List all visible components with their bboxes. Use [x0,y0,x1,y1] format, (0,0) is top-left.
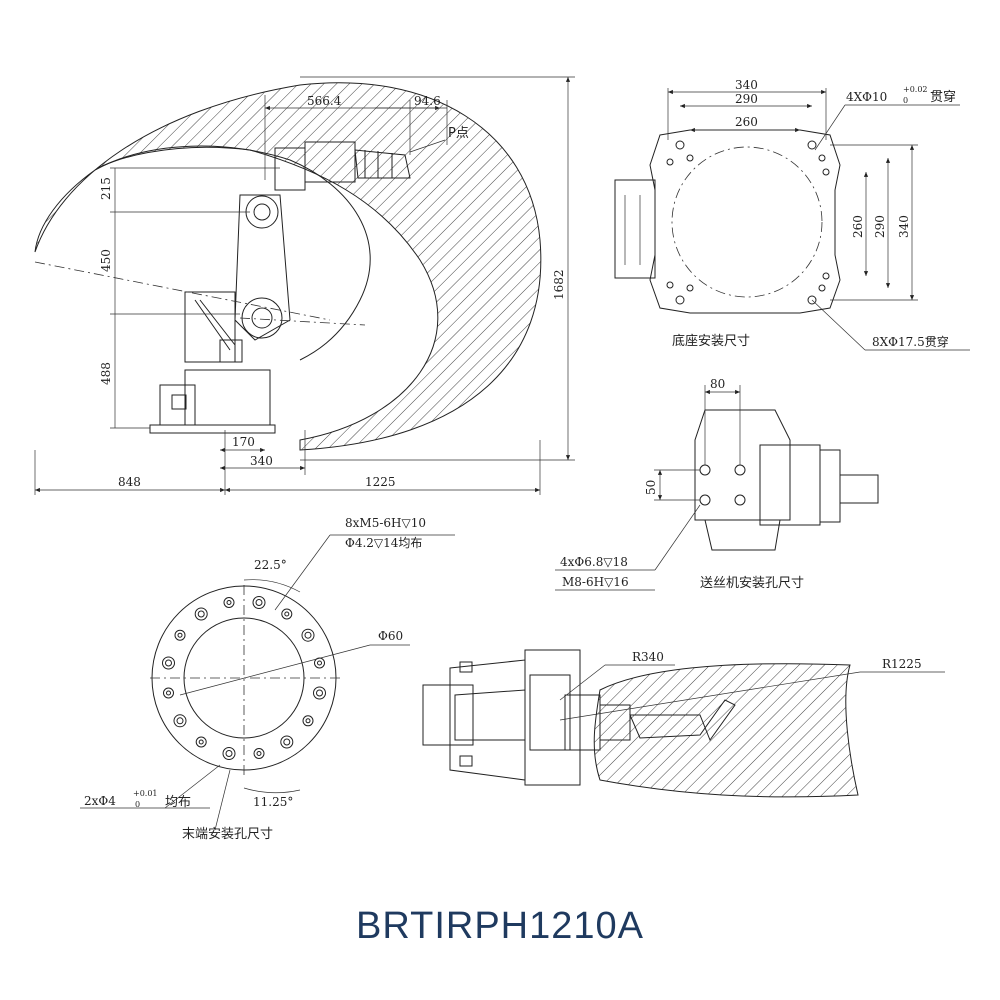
flange-hole [223,597,235,608]
flange-hole [225,750,233,757]
dim-450: 450 [99,249,113,272]
dim-1225: 1225 [365,475,396,489]
flange-hole [163,687,174,699]
flange-hole [313,686,326,700]
flange-hole [305,718,311,724]
flange-hole [255,599,263,606]
flange-hole [194,607,208,621]
flange-hole [280,735,294,749]
flange-hole [283,738,291,746]
flange-hole [226,600,232,605]
flange-caption: 末端安装孔尺寸 [182,827,273,842]
flange-holes [162,596,326,760]
p-point-label: P点 [448,126,469,141]
flange-hole [176,717,184,725]
flange-view: 8xM5-6H▽10 Φ4.2▽14均布 22.5° Φ60 2xΦ4 +0.0… [80,516,455,842]
flange-hole [197,610,205,618]
flange-hole [301,628,315,642]
dim-94: 94.6 [414,94,441,108]
side-view: 566.4 94.6 P点 215 450 488 1682 170 340 8… [34,76,575,495]
flange-hole [252,596,266,609]
flange-angle1: 22.5° [254,558,287,572]
base-plate [649,129,841,314]
flange-hole [256,751,262,756]
feeder-holes [699,464,746,506]
flange-hole [166,690,171,696]
feeder-view: 80 50 4xΦ6.8▽18 M8-6H▽16 送丝机安装孔尺寸 [555,377,879,591]
dim-566: 566.4 [307,94,342,108]
model-title: BRTIRPH1210A [356,905,644,947]
flange-hole [195,736,207,748]
dim-w340: 340 [735,78,758,92]
base-holes8-label: 8XΦ17.5贯穿 [872,334,949,349]
flange-hole [317,660,322,666]
flange-hole [173,714,187,728]
top-view: R340 R1225 [422,649,945,798]
dim-170: 170 [232,435,255,449]
robot-top-body [422,649,736,786]
flange-hole [302,715,314,727]
flange-hole [304,631,312,639]
dim-848: 848 [118,475,141,489]
flange-hole [316,689,323,697]
dim-h340: 340 [897,215,911,238]
flange-hole [174,629,186,641]
flange-pin: 2xΦ4 [84,794,116,808]
flange-hole [284,611,290,617]
flange-pin-up: +0.01 [133,789,158,798]
top-envelope [593,663,859,798]
dim-1682: 1682 [552,269,566,300]
flange-hole [222,747,236,760]
dim-h290: 290 [873,215,887,238]
feeder-dim50: 50 [644,480,658,495]
flange-dia: Φ60 [378,629,403,643]
flange-hole [162,656,175,670]
feeder-holes1: 4xΦ6.8▽18 [560,555,628,569]
base-tol-up: +0.02 [903,85,928,94]
base-holes4-label: 4XΦ10 [846,90,887,104]
flange-pin-lo: 0 [135,800,140,809]
dim-h260: 260 [851,215,865,238]
top-r1225: R1225 [882,657,922,671]
work-envelope [34,82,542,451]
flange-hole [253,748,265,759]
dim-215: 215 [99,177,113,200]
base-tol-lo: 0 [903,96,908,105]
flange-hole [165,659,172,667]
base-holes [666,140,830,305]
dim-w290: 290 [735,92,758,106]
top-r340: R340 [632,650,664,664]
flange-angle2: 11.25° [253,795,293,809]
feeder-holes2: M8-6H▽16 [562,575,629,589]
dim-488: 488 [99,362,113,385]
flange-hole [198,739,204,745]
flange-holes2: Φ4.2▽14均布 [345,536,422,550]
feeder-dim80: 80 [710,377,725,391]
flange-pin-tail: 均布 [165,795,191,810]
base-caption: 底座安装尺寸 [672,333,750,349]
flange-hole [177,632,183,638]
feeder-caption: 送丝机安装孔尺寸 [700,576,804,591]
dim-w260: 260 [735,115,758,129]
base-view: 340 290 260 260 290 340 4XΦ10 +0.02 0 贯穿… [614,78,970,351]
flange-hole [281,608,293,620]
base-through: 贯穿 [930,89,956,105]
dim-340: 340 [250,454,273,468]
flange-holes1: 8xM5-6H▽10 [345,516,426,530]
